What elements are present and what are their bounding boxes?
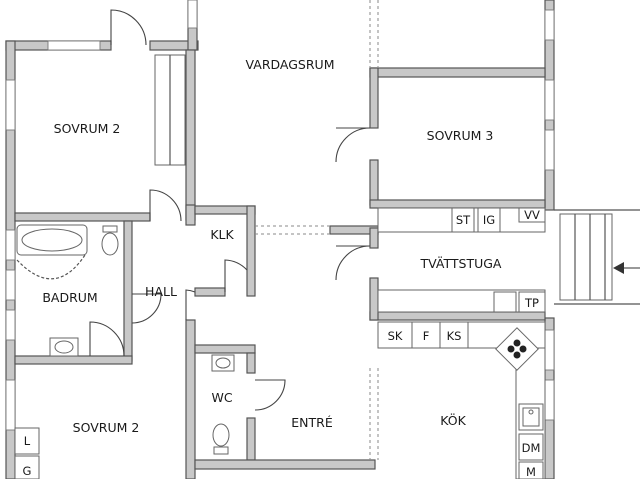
bathtub-icon bbox=[16, 224, 88, 256]
label-sovrum3: SOVRUM 3 bbox=[427, 128, 494, 143]
label-vv: VV bbox=[524, 208, 540, 222]
label-m: M bbox=[526, 465, 536, 479]
label-sovrum2-top: SOVRUM 2 bbox=[54, 121, 121, 136]
label-badrum: BADRUM bbox=[42, 290, 97, 305]
label-vardagsrum: VARDAGSRUM bbox=[246, 57, 335, 72]
label-tvattstuga: TVÄTTSTUGA bbox=[420, 256, 502, 271]
label-hall: HALL bbox=[145, 284, 177, 299]
wardrobes bbox=[154, 54, 186, 166]
bedroom-wardrobe bbox=[14, 427, 40, 479]
door-swings bbox=[89, 9, 371, 411]
label-klk: KLK bbox=[210, 227, 234, 242]
label-wc: WC bbox=[211, 390, 232, 405]
interior-walls bbox=[14, 49, 546, 479]
label-dm: DM bbox=[522, 441, 541, 455]
label-entre: ENTRÉ bbox=[291, 415, 333, 430]
wc-sink-icon bbox=[211, 354, 235, 372]
label-l: L bbox=[24, 434, 31, 448]
shower-icon bbox=[16, 254, 86, 280]
label-sk: SK bbox=[388, 329, 403, 343]
label-sovrum2-bottom: SOVRUM 2 bbox=[73, 420, 140, 435]
entrance-stairs bbox=[554, 209, 640, 305]
toilet-icon bbox=[101, 225, 119, 256]
label-f: F bbox=[423, 329, 430, 343]
wc-toilet-icon bbox=[212, 423, 230, 455]
label-ks: KS bbox=[447, 329, 462, 343]
sink-icon bbox=[49, 337, 79, 357]
label-g: G bbox=[23, 464, 32, 478]
windows bbox=[5, 0, 555, 431]
fixture-labels: ST IG VV TP SK F KS DM M L G bbox=[23, 208, 541, 479]
room-labels: VARDAGSRUM SOVRUM 2 SOVRUM 3 KLK TVÄTTST… bbox=[42, 57, 502, 435]
laundry-counters bbox=[377, 207, 546, 313]
arrow-icon bbox=[613, 262, 624, 274]
label-st: ST bbox=[456, 213, 471, 227]
label-ig: IG bbox=[483, 213, 495, 227]
kitchen-sink-icon bbox=[522, 407, 540, 427]
stove-icon bbox=[495, 327, 539, 371]
label-kok: KÖK bbox=[440, 412, 466, 428]
label-tp: TP bbox=[524, 296, 539, 310]
